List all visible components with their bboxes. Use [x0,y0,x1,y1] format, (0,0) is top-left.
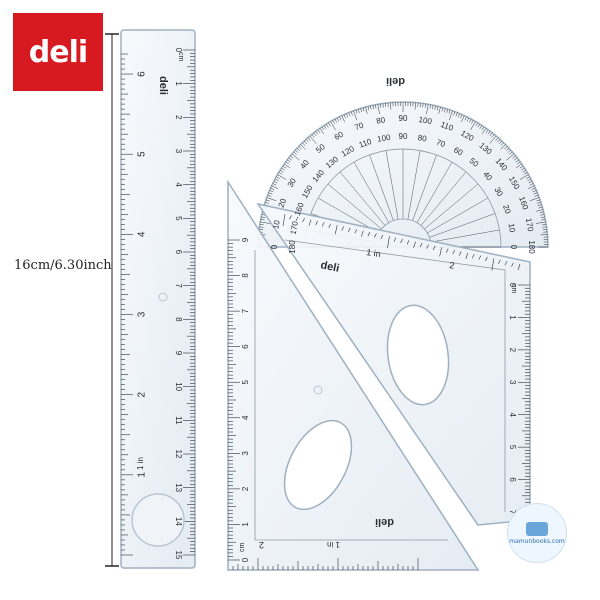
triangle-b-cm-label: 0 [508,283,517,288]
brand-logo: deli [13,13,103,91]
protractor-outer-label: 10 [271,219,282,230]
protractor-outer-label: 160 [517,195,530,211]
protractor-inner-label: 100 [376,133,391,144]
ruler-cm-label: 5 [174,216,183,221]
ruler-inch-label: 3 [137,311,148,317]
protractor-outer-label: 80 [376,115,387,126]
triangle-b-cm-label: 1 [508,315,517,320]
ruler-cm-label: 4 [174,182,183,187]
ruler-inch-label: 6 [137,71,148,77]
dimension-bracket [105,33,119,567]
ruler-cm-label: 0 [174,48,183,53]
triangle-a-brand: deli [375,516,394,528]
triangle-a-cm-label: 9 [241,237,250,242]
triangle-b-brand: deli [319,259,340,275]
protractor-outer-label: 70 [353,120,365,132]
protractor-outer-label: 170 [524,217,535,232]
book-icon [526,521,548,536]
watermark-badge: mamunbooks.com [507,503,567,563]
ruler-brand: deli [157,76,169,95]
ruler-cm-label: 6 [174,250,183,255]
triangle-a-cm-label: 8 [241,273,250,278]
protractor-inner-label: 160 [293,201,306,217]
triangle-b-cm-label: 2 [508,348,517,353]
ruler-inch-label: 4 [137,231,148,237]
ruler-cm-label: 15 [174,551,183,560]
protractor-inner-label: 20 [501,204,513,216]
protractor-outer-label: 90 [399,114,408,123]
protractor-outer-label: 0 [270,244,279,249]
protractor-inner-label: 0 [509,245,518,250]
triangle-b-inch-2: 2 [449,260,455,271]
ruler-inch-label: 2 [137,391,148,397]
triangle-a-cm-label: 4 [241,415,250,420]
ruler-unit-cm: cm [177,52,184,62]
triangle-b-unit: cm [510,284,517,294]
ruler-cm-label: 12 [174,450,183,459]
protractor-outer-label: 110 [439,120,455,133]
ruler-cm-label: 2 [174,115,183,120]
set-square-left [227,179,480,571]
triangle-a-unit: cm [239,543,246,553]
ruler-inch-label: 1 [137,472,148,478]
triangle-a-cm-label: 1 [241,522,250,527]
set-square-right [256,202,531,526]
straight-ruler [120,29,196,569]
magnifier-lens [131,493,185,547]
triangle-b-cm-label: 3 [508,380,517,385]
ruler-cm-label: 9 [174,351,183,356]
protractor-inner-label: 110 [358,137,374,150]
ruler-cm-label: 3 [174,149,183,154]
ruler-cm-label: 1 [174,81,183,86]
protractor-inner-label: 90 [399,132,408,141]
protractor-brand: deli [386,75,405,87]
ruler-cm-label: 11 [174,416,183,425]
triangle-b-cm-label: 4 [508,412,517,417]
triangle-a-cm-label: 5 [241,379,250,384]
ruler-cm-label: 14 [174,517,183,526]
triangle-a-cm-label: 2 [241,486,250,491]
dimension-label: 16cm/6.30inch [14,258,112,273]
triangle-b-cm-label: 7 [508,510,517,515]
protractor-outer-label: 20 [277,197,289,209]
ruler-inch-mark: 1 in [136,457,145,470]
protractor-outer-label: 180 [527,240,536,254]
triangle-a-inch-2: 2 [259,540,264,550]
triangle-a-cm-label: 3 [241,451,250,456]
protractor-inner-label: 10 [507,223,518,234]
ruler-cm-label: 13 [174,483,183,492]
triangle-a-cm-label: 0 [241,557,250,562]
protractor-inner-label: 170 [289,220,300,235]
ruler-cm-label: 7 [174,283,183,288]
triangle-a-cm-label: 7 [241,308,250,313]
protractor-inner-label: 180 [288,240,297,254]
triangle-a-cm-label: 6 [241,344,250,349]
ruler-cm-label: 10 [174,382,183,391]
protractor-inner-label: 80 [417,133,428,144]
triangle-b-cm-label: 6 [508,477,517,482]
brand-logo-text: deli [28,34,88,70]
protractor-outer-label: 100 [418,115,433,126]
protractor-inner-label: 70 [435,138,447,150]
triangle-a-inch-1: 1 in [327,540,340,549]
triangle-b-cm-label: 5 [508,445,517,450]
ruler-cm-label: 8 [174,317,183,322]
ruler-inch-label: 5 [137,151,148,157]
watermark-text: mamunbooks.com [509,537,565,545]
triangle-b-inch-1: 1 in [366,247,382,259]
